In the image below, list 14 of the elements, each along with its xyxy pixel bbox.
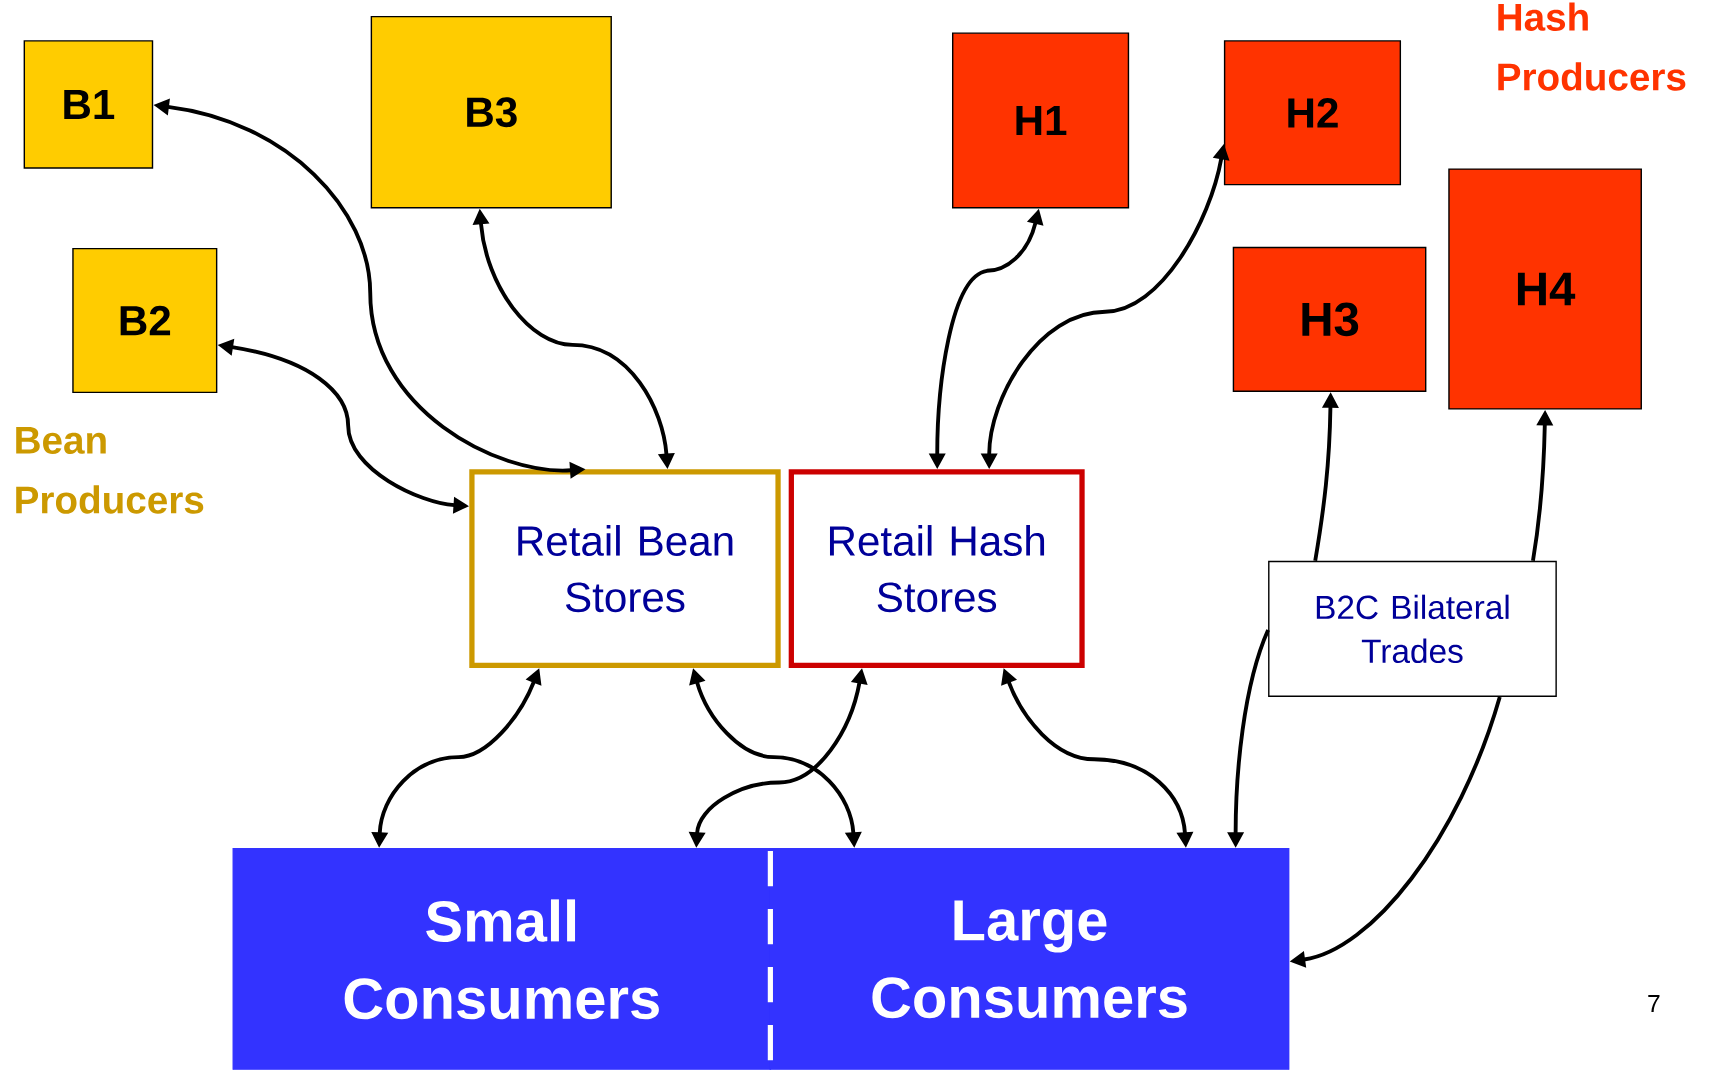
group-label: Hash Producers [1498, 2, 1686, 91]
producer-box: B1 [23, 40, 154, 169]
producer-box: H4 [1448, 168, 1642, 410]
consumer-box: Small Consumers [232, 848, 772, 1070]
producer-box: H3 [1232, 246, 1427, 392]
page-number: 7 [1648, 995, 1660, 1013]
producer-box: B3 [370, 15, 612, 209]
store-box: Retail Bean Stores [469, 469, 781, 669]
store-box: Retail Hash Stores [788, 469, 1085, 669]
trade-box: B2C Bilateral Trades [1268, 560, 1557, 698]
producer-box: H2 [1223, 40, 1402, 186]
consumer-box: Large Consumers [769, 848, 1290, 1070]
producer-box: H1 [952, 32, 1130, 209]
producer-box: B2 [72, 248, 218, 394]
